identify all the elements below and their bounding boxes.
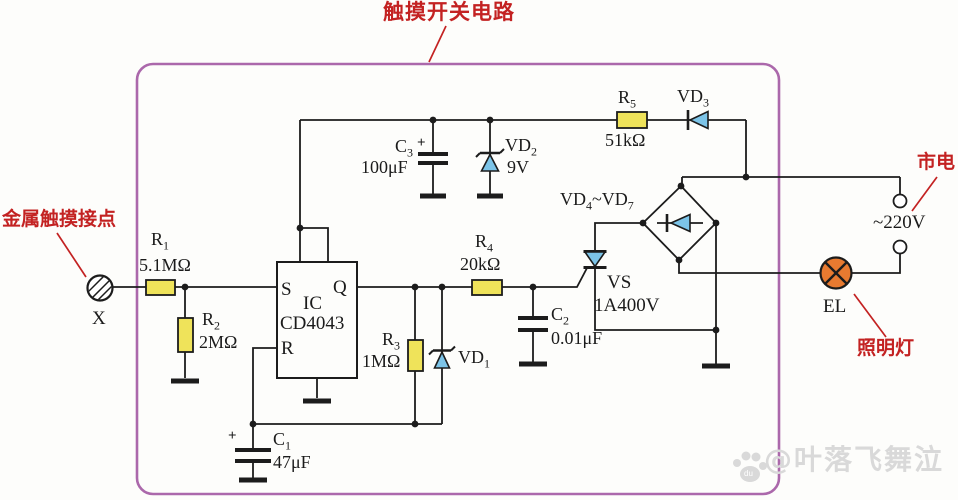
- bridge-ref-label: VD4~VD7: [560, 189, 634, 212]
- r5-ref-label: R5: [618, 87, 636, 110]
- r4-ref-sub: 4: [487, 240, 494, 255]
- ic-pin-r-label: R: [281, 338, 294, 359]
- wires: [112, 119, 901, 478]
- r4-value-label: 20kΩ: [460, 254, 501, 274]
- r4-ref-base: R: [475, 231, 488, 251]
- c1-ref-base: C: [273, 429, 286, 449]
- r3-ref-label: R3: [382, 329, 400, 352]
- resistor-r5: [616, 111, 648, 129]
- vs-ref-label: VS: [607, 272, 632, 293]
- junction-dots: [181, 116, 750, 428]
- r2-ref-base: R: [202, 309, 215, 329]
- c1-polarity-label: +: [228, 428, 237, 444]
- lamp-ref-label: EL: [823, 296, 847, 317]
- mains-annotation: 市电: [917, 152, 956, 173]
- capacitor-c1: [235, 448, 271, 463]
- vs-value-label: 1A400V: [594, 295, 660, 316]
- annotation-pointer-lines: [56, 25, 938, 338]
- c2-ref-label: C2: [551, 304, 569, 327]
- r4-ref-label: R4: [475, 231, 493, 254]
- baidu-paw-icon: [733, 451, 767, 482]
- vd2-ref-sub: 2: [531, 144, 537, 159]
- zener-vd1: [428, 345, 456, 369]
- r1-value-label: 5.1MΩ: [139, 255, 191, 275]
- vd2-ref-base: VD: [505, 135, 531, 155]
- baidu-paw-text: du: [744, 469, 753, 478]
- vd1-ref-base: VD: [458, 347, 484, 367]
- vd3-ref-base: VD: [677, 86, 703, 106]
- ic-cd4043-box: [276, 261, 358, 379]
- c2-ref-sub: 2: [563, 313, 570, 328]
- capacitor-c3: [418, 152, 448, 165]
- r5-ref-base: R: [618, 87, 631, 107]
- lamp-el: [819, 256, 853, 290]
- resistor-r2: [177, 317, 194, 353]
- r1-ref-label: R1: [151, 229, 169, 252]
- watermark-handle: @叶落飞舞泣: [764, 443, 945, 476]
- r2-ref-sub: 2: [214, 318, 221, 333]
- r1-ref-sub: 1: [163, 238, 170, 253]
- mains-voltage-label: ~220V: [873, 212, 926, 233]
- vd1-ref-sub: 1: [484, 356, 490, 371]
- vd3-ref-sub: 3: [703, 95, 709, 110]
- c3-polarity-label: +: [417, 135, 426, 151]
- ground-symbols: [171, 193, 730, 483]
- bridge-mid: ~VD: [592, 189, 628, 209]
- x-contact-label: X: [92, 308, 106, 329]
- ic-pin-q-label: Q: [333, 277, 347, 298]
- vd2-ref-label: VD2: [505, 135, 537, 158]
- bridge-s1: 4: [586, 198, 592, 213]
- thyristor-vs: [583, 250, 607, 269]
- c1-ref-label: C1: [273, 429, 291, 452]
- c1-value-label: 47μF: [273, 452, 311, 472]
- vd3-ref-label: VD3: [677, 86, 709, 109]
- resistor-r4: [471, 279, 503, 296]
- c3-value-label: 100μF: [361, 157, 408, 177]
- c3-ref-base: C: [395, 136, 408, 156]
- resistor-r1: [145, 279, 176, 296]
- c3-ref-label: C3: [395, 136, 413, 159]
- touch-point-annotation: 金属触摸接点: [2, 209, 117, 230]
- r5-value-label: 51kΩ: [605, 130, 646, 150]
- c2-value-label: 0.01μF: [551, 328, 603, 348]
- r3-value-label: 1MΩ: [362, 351, 401, 371]
- lamp-annotation: 照明灯: [857, 338, 915, 359]
- diagram-title: 触摸开关电路: [383, 1, 515, 24]
- capacitor-c2: [518, 316, 548, 332]
- r3-ref-base: R: [382, 329, 395, 349]
- bridge-b1: VD: [560, 189, 586, 209]
- ic-pin-s-label: S: [281, 279, 292, 300]
- touch-contact-x: [86, 274, 114, 302]
- vd1-ref-label: VD1: [458, 347, 490, 370]
- mains-terminals: [892, 193, 908, 255]
- bridge-s2: 7: [627, 198, 634, 213]
- zener-vd2: [475, 148, 505, 172]
- c3-ref-sub: 3: [407, 145, 414, 160]
- circuit-boundary-box: [135, 62, 781, 496]
- diode-vd3: [686, 110, 709, 130]
- r3-ref-sub: 3: [394, 338, 401, 353]
- r5-ref-sub: 5: [630, 96, 637, 111]
- r2-value-label: 2MΩ: [199, 332, 238, 352]
- ic-part-label: CD4043: [280, 313, 345, 334]
- c2-ref-base: C: [551, 304, 564, 324]
- ic-name-label: IC: [303, 293, 322, 314]
- r2-ref-label: R2: [202, 309, 220, 332]
- bridge-rectifier: [641, 184, 718, 262]
- r1-ref-base: R: [151, 229, 164, 249]
- vd2-value-label: 9V: [507, 157, 529, 177]
- resistor-r3: [407, 339, 424, 372]
- c1-ref-sub: 1: [285, 438, 292, 453]
- resistors: [145, 111, 648, 372]
